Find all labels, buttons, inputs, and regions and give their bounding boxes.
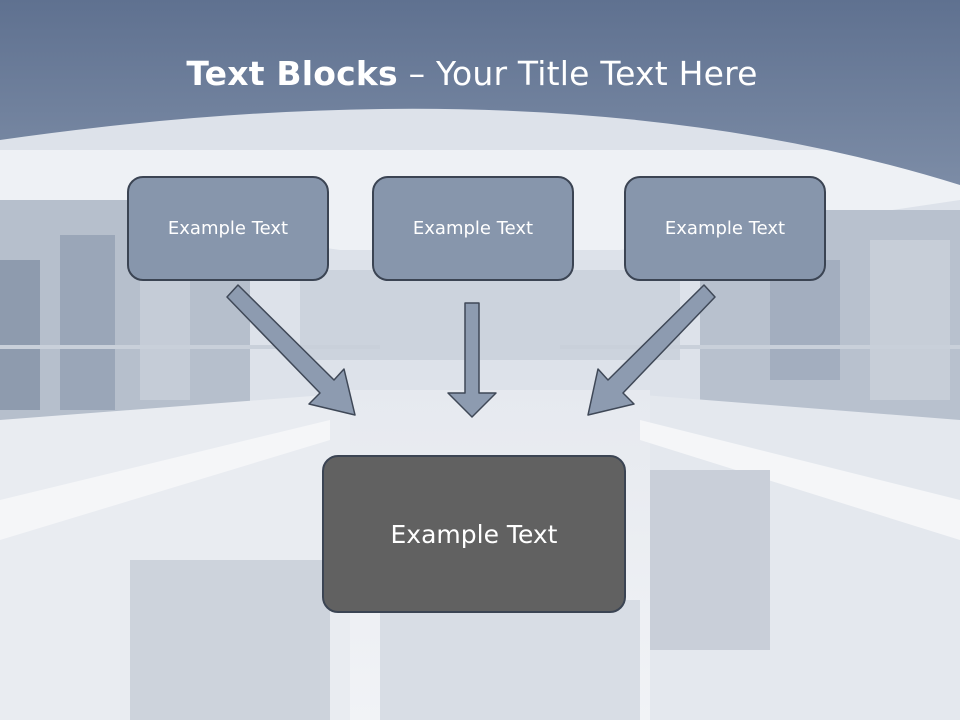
slide-title: Text Blocks – Your Title Text Here: [0, 54, 944, 93]
arrow-right-icon: [587, 284, 716, 416]
arrow-left-icon: [226, 284, 356, 416]
main-text-block[interactable]: Example Text: [322, 455, 626, 613]
text-block-1-label: Example Text: [167, 218, 289, 239]
title-bold: Text Blocks: [186, 54, 398, 93]
title-rest: – Your Title Text Here: [397, 54, 758, 93]
text-block-3-label: Example Text: [664, 218, 786, 239]
text-block-2[interactable]: Example Text: [372, 176, 574, 281]
text-block-2-label: Example Text: [412, 218, 534, 239]
arrow-center-icon: [447, 302, 497, 418]
main-text-block-label: Example Text: [390, 519, 558, 549]
text-block-1[interactable]: Example Text: [127, 176, 329, 281]
text-block-3[interactable]: Example Text: [624, 176, 826, 281]
